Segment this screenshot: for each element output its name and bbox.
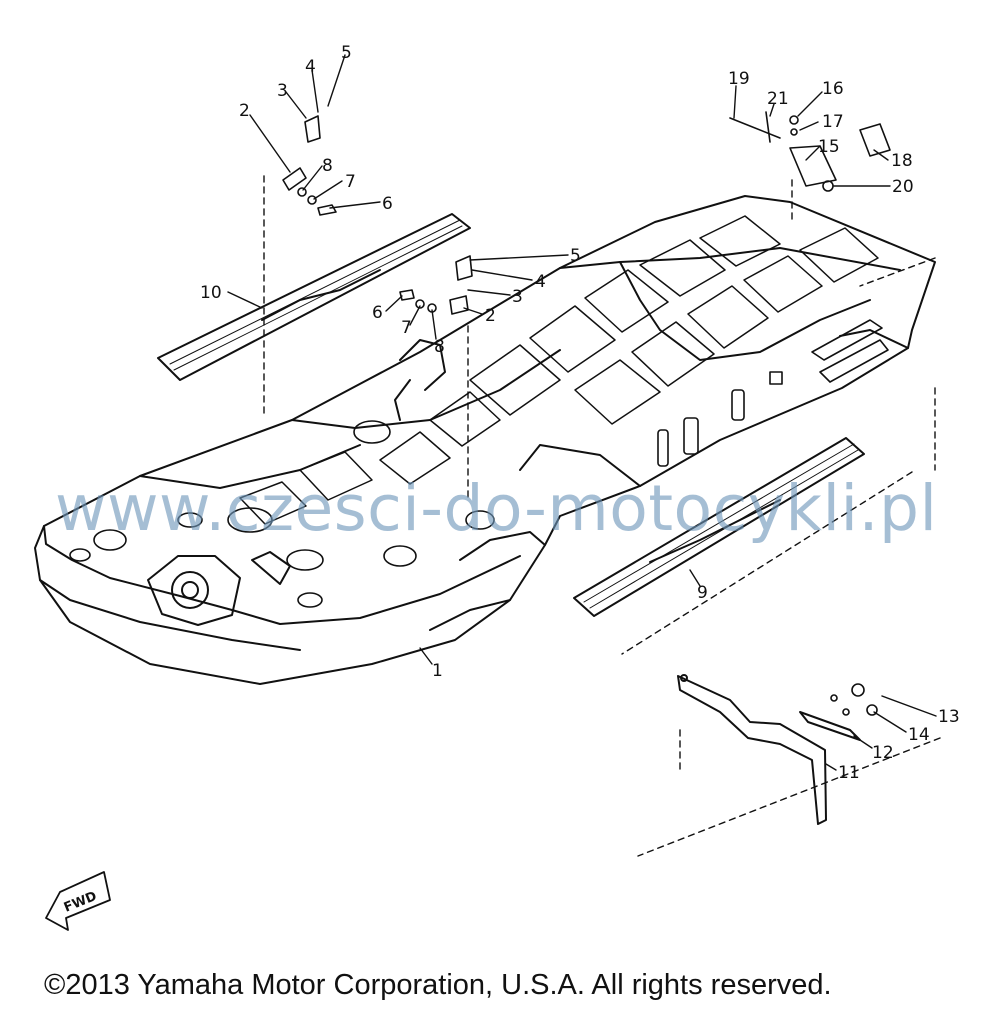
callout-1: 1 — [432, 661, 443, 681]
callout-4: 4 — [305, 57, 316, 77]
callout-12: 12 — [872, 743, 894, 763]
callout-8-second: 8 — [434, 337, 445, 357]
callout-14: 14 — [908, 725, 930, 745]
callout-18: 18 — [891, 151, 913, 171]
callout-2-second: 2 — [485, 306, 496, 326]
callout-6: 6 — [382, 194, 393, 214]
callout-11: 11 — [838, 763, 860, 783]
callout-6-second: 6 — [372, 303, 383, 323]
callout-leaders — [227, 54, 937, 771]
engine-mount — [147, 339, 446, 626]
bracket-plate-11 — [677, 674, 827, 825]
watermark-text: www.czesci-do-motocykli.pl — [55, 472, 938, 545]
frame-body — [34, 195, 936, 685]
callout-21: 21 — [767, 89, 789, 109]
frame-lattice — [239, 215, 879, 525]
callout-4-second: 4 — [535, 272, 546, 292]
callout-2: 2 — [239, 101, 250, 121]
callout-17: 17 — [822, 112, 844, 132]
footrest-10 — [157, 213, 471, 381]
hardware — [282, 111, 891, 716]
leader-lines — [263, 175, 941, 857]
fwd-arrow-icon — [45, 871, 111, 931]
callout-13: 13 — [938, 707, 960, 727]
callout-7-second: 7 — [401, 318, 412, 338]
callout-10: 10 — [200, 283, 222, 303]
footrest-9 — [573, 437, 865, 617]
callout-15: 15 — [818, 137, 840, 157]
callout-labels: 1 2 3 4 5 6 7 8 2 3 4 5 6 7 8 9 10 11 12… — [62, 43, 960, 916]
callout-3: 3 — [277, 81, 288, 101]
callout-8: 8 — [322, 156, 333, 176]
copyright-notice: ©2013 Yamaha Motor Corporation, U.S.A. A… — [44, 969, 832, 1001]
callout-16: 16 — [822, 79, 844, 99]
frame-holes — [69, 319, 889, 608]
strip-12 — [799, 711, 861, 741]
callout-9: 9 — [697, 583, 708, 603]
callout-7: 7 — [345, 172, 356, 192]
callout-20: 20 — [892, 177, 914, 197]
callout-3-second: 3 — [512, 287, 523, 307]
callout-5: 5 — [341, 43, 352, 63]
callout-19: 19 — [728, 69, 750, 89]
callout-5-second: 5 — [570, 246, 581, 266]
